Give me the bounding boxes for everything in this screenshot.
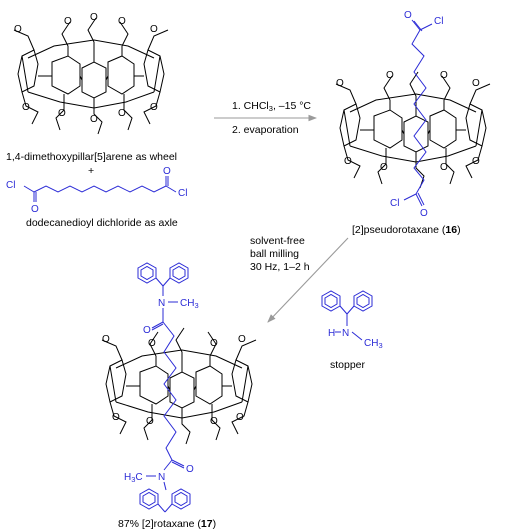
rotaxane-wheel xyxy=(101,327,257,445)
pseudorotaxane-wheel xyxy=(335,71,491,189)
svg-text:O: O xyxy=(118,16,126,27)
svg-text:Cl: Cl xyxy=(6,180,15,191)
bottom-stopper-group xyxy=(139,488,191,513)
svg-text:O: O xyxy=(143,325,151,336)
svg-text:O: O xyxy=(112,412,120,423)
condition-step-1: 1. CHCl3, –15 °C xyxy=(232,100,311,113)
svg-text:O: O xyxy=(14,24,22,35)
svg-text:O: O xyxy=(336,78,344,89)
condition-step-2: 2. evaporation xyxy=(232,124,299,136)
svg-text:CH3: CH3 xyxy=(180,298,199,310)
svg-text:O: O xyxy=(102,334,110,345)
svg-text:H: H xyxy=(328,328,335,339)
svg-text:O: O xyxy=(31,204,39,215)
svg-text:CH3: CH3 xyxy=(364,338,383,350)
svg-text:O: O xyxy=(90,12,98,23)
svg-text:N: N xyxy=(342,328,349,339)
svg-text:Cl: Cl xyxy=(434,16,443,27)
svg-text:O: O xyxy=(380,162,388,173)
svg-text:N: N xyxy=(158,472,165,483)
svg-text:O: O xyxy=(236,412,244,423)
svg-text:30 Hz, 1–2 h: 30 Hz, 1–2 h xyxy=(250,261,310,273)
svg-text:O: O xyxy=(118,108,126,119)
svg-text:O: O xyxy=(238,334,246,345)
svg-text:N: N xyxy=(158,298,165,309)
stopper-molecule: N H CH3 xyxy=(321,290,383,350)
pillar-wheel-oxygens: O O O O O O O O O O xyxy=(14,12,158,125)
axle-molecule: Cl O O Cl xyxy=(6,166,187,215)
rotaxane-label: 87% [2]rotaxane (17) xyxy=(118,518,216,530)
svg-text:O: O xyxy=(404,10,412,21)
svg-text:O: O xyxy=(420,208,428,219)
svg-text:O: O xyxy=(58,108,66,119)
stopper-label: stopper xyxy=(330,359,366,371)
svg-text:O: O xyxy=(210,416,218,427)
pseudorotaxane-oxygens: O O O O O O O O xyxy=(336,70,480,173)
svg-text:O: O xyxy=(344,156,352,167)
svg-text:O: O xyxy=(440,70,448,81)
svg-text:Cl: Cl xyxy=(178,188,187,199)
svg-text:solvent-free: solvent-free xyxy=(250,235,305,247)
svg-text:O: O xyxy=(163,166,171,177)
svg-text:O: O xyxy=(472,78,480,89)
svg-text:O: O xyxy=(210,338,218,349)
svg-text:ball milling: ball milling xyxy=(250,248,299,260)
pseudorotaxane-axle: O Cl Cl O xyxy=(390,10,443,219)
svg-text:O: O xyxy=(148,338,156,349)
top-stopper-group xyxy=(137,262,189,287)
plus-sign: + xyxy=(88,165,94,177)
axle-label: dodecanedioyl dichloride as axle xyxy=(26,217,178,229)
svg-text:O: O xyxy=(90,114,98,125)
wheel-label: 1,4-dimethoxypillar[5]arene as wheel xyxy=(6,151,177,163)
rotaxane-axle-chain xyxy=(162,321,177,461)
svg-text:Cl: Cl xyxy=(390,198,399,209)
svg-text:O: O xyxy=(22,102,30,113)
bottom-amide: O N H3C xyxy=(124,459,194,491)
svg-text:O: O xyxy=(472,156,480,167)
reaction-arrow-2 xyxy=(267,237,349,323)
svg-text:O: O xyxy=(150,102,158,113)
svg-text:H3C: H3C xyxy=(124,472,143,484)
svg-text:O: O xyxy=(150,24,158,35)
svg-text:O: O xyxy=(186,464,194,475)
svg-text:O: O xyxy=(440,162,448,173)
top-amide: N CH3 O xyxy=(143,286,199,336)
condition-block-2: solvent-free ball milling 30 Hz, 1–2 h xyxy=(250,235,310,273)
rotaxane-oxygens: O O O O O O O O xyxy=(102,334,246,427)
svg-text:O: O xyxy=(64,16,72,27)
svg-text:O: O xyxy=(146,416,154,427)
svg-text:O: O xyxy=(386,70,394,81)
pseudorotaxane-label: [2]pseudorotaxane (16) xyxy=(352,224,461,236)
